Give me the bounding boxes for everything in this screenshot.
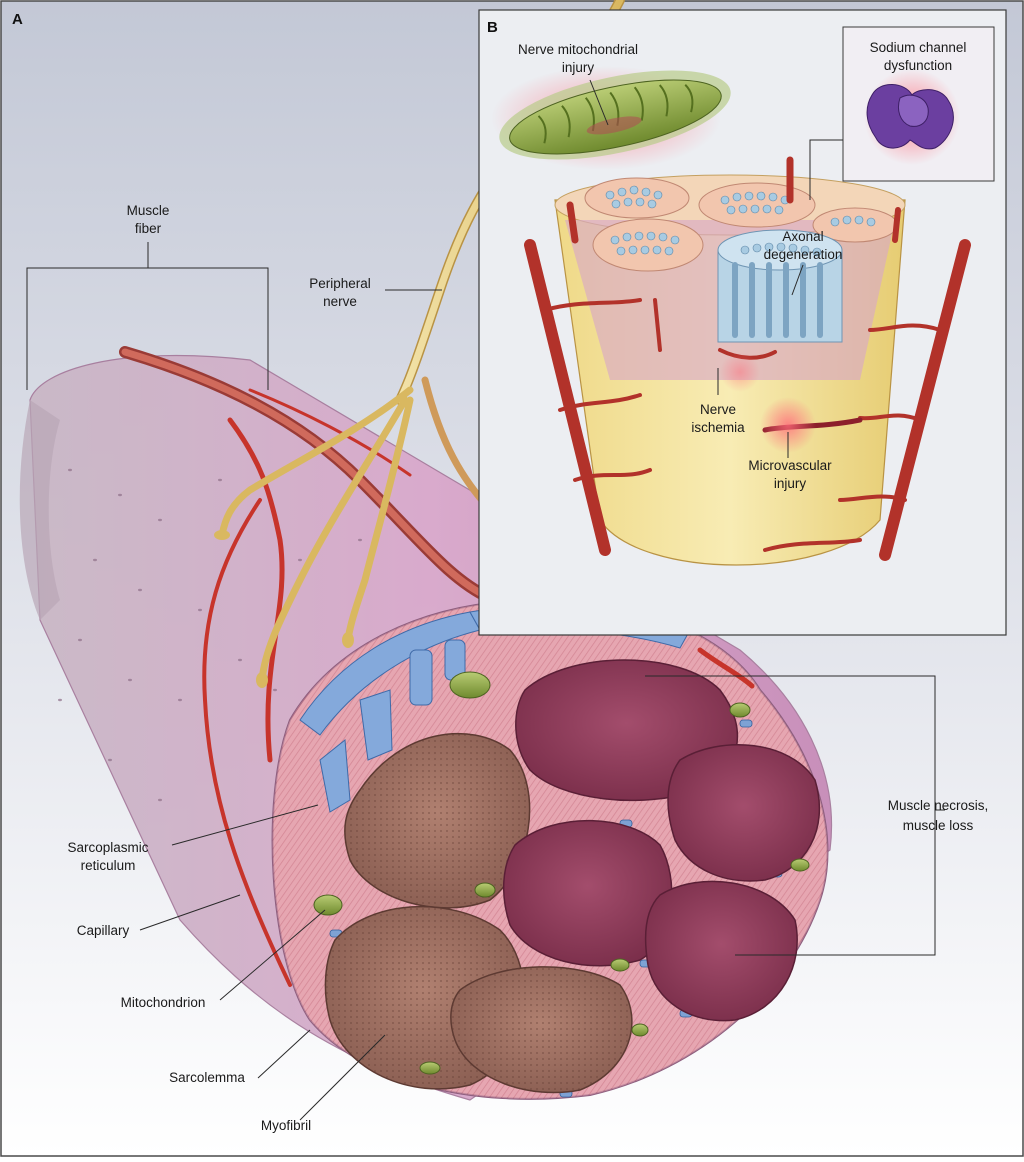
- ischemia-glow: [720, 352, 760, 392]
- myofibril-leader: [299, 1034, 386, 1121]
- label-peripheral-nerve-1: Peripheral: [309, 276, 371, 291]
- muscle-necrosis-bracket: [645, 675, 936, 956]
- label-muscle-necrosis-2: muscle loss: [903, 818, 974, 833]
- leader-lines: [26, 79, 945, 1121]
- sodium-channel-protein: [866, 84, 954, 150]
- sarcolemma-leader: [257, 1029, 311, 1079]
- label-microvascular-injury-2: injury: [774, 476, 807, 491]
- capillary-leader: [139, 894, 241, 931]
- label-peripheral-nerve-2: nerve: [323, 294, 357, 309]
- label-muscle-fiber-1: Muscle: [127, 203, 170, 218]
- fiber-end-shading: [19, 400, 61, 620]
- healthy-myofibrils: [324, 732, 633, 1094]
- axonal-degeneration-leader: [791, 264, 804, 296]
- sarcolemma-pores: [58, 468, 432, 802]
- nerve-mito-leader: [589, 79, 609, 126]
- muscle-mitochondria: [313, 671, 810, 1075]
- panel-b-letter: B: [487, 19, 498, 36]
- label-muscle-necrosis-1: Muscle necrosis,: [888, 798, 989, 813]
- label-sarcoplasmic-reticulum-2: reticulum: [81, 858, 136, 873]
- label-capillary: Capillary: [77, 923, 130, 938]
- label-mitochondrion: Mitochondrion: [121, 995, 206, 1010]
- panel-a-letter: A: [12, 11, 23, 28]
- label-axonal-degeneration-2: degeneration: [764, 247, 843, 262]
- sarcoplasmic-reticulum-leader: [171, 804, 319, 846]
- axon-bundles: [605, 185, 876, 257]
- label-microvascular-injury-1: Microvascular: [748, 458, 832, 473]
- label-myofibril: Myofibril: [261, 1118, 311, 1133]
- degenerating-axons: [732, 262, 823, 338]
- label-muscle-fiber-2: fiber: [135, 221, 162, 236]
- sodium-channel-leader: [809, 139, 843, 200]
- microvascular-injury-glow: [760, 397, 816, 453]
- label-nerve-ischemia-2: ischemia: [691, 420, 745, 435]
- label-axonal-degeneration-1: Axonal: [782, 229, 823, 244]
- nerve-vessels: [524, 156, 971, 561]
- labels: Muscle fiber Peripheral nerve Sarcoplasm…: [67, 40, 988, 1133]
- panel-b-inset: B: [478, 9, 1007, 636]
- label-nerve-ischemia-1: Nerve: [700, 402, 736, 417]
- capillaries: [119, 346, 755, 987]
- necrotic-fibers: [502, 659, 821, 1022]
- label-sodium-channel-2: dysfunction: [884, 58, 952, 73]
- label-nerve-mito-injury-2: injury: [562, 60, 595, 75]
- mitochondrion-leader: [219, 909, 326, 1001]
- label-sodium-channel-1: Sodium channel: [870, 40, 967, 55]
- muscle-fiber-illustration: [19, 0, 833, 1101]
- label-sarcoplasmic-reticulum-1: Sarcoplasmic: [67, 840, 148, 855]
- nerve-mitochondrion: [499, 70, 731, 160]
- label-sarcolemma: Sarcolemma: [169, 1070, 245, 1085]
- label-nerve-mito-injury-1: Nerve mitochondrial: [518, 42, 638, 57]
